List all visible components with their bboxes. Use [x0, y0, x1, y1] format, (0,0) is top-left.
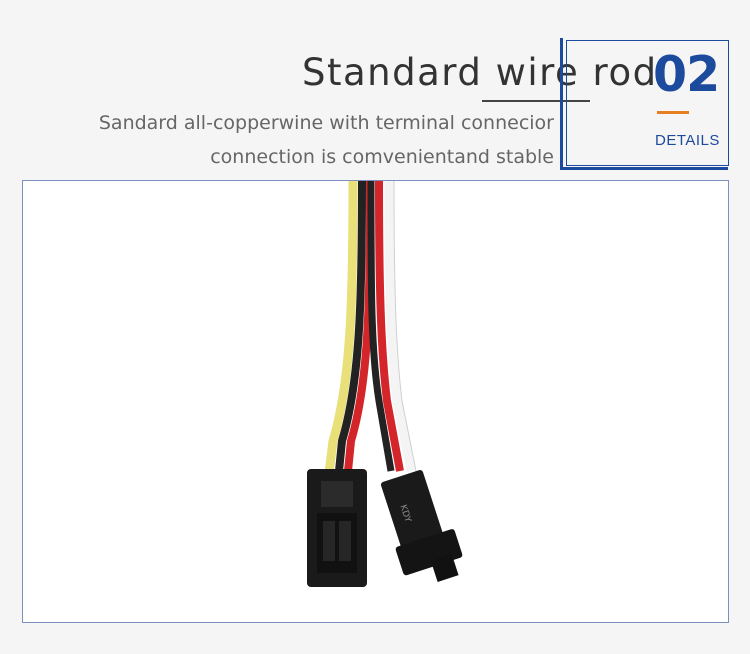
- wire-connector-illustration: KDY: [307, 181, 463, 587]
- badge-frame-inner: [566, 40, 729, 166]
- badge-details-label: DETAILS: [655, 132, 720, 149]
- left-connector: [307, 469, 367, 587]
- page-title: Standard wire rod: [302, 51, 658, 94]
- right-connector: KDY: [380, 470, 463, 582]
- product-photo: KDY: [22, 180, 729, 623]
- subtitle-line-1: Sandard all-copperwine with terminal con…: [98, 112, 554, 134]
- badge-accent-line: [657, 111, 689, 114]
- title-underline: [482, 100, 590, 102]
- badge-number: 02: [653, 46, 720, 103]
- badge-frame-outer: [560, 38, 728, 170]
- subtitle-line-2: connection is comvenientand stable: [210, 146, 554, 168]
